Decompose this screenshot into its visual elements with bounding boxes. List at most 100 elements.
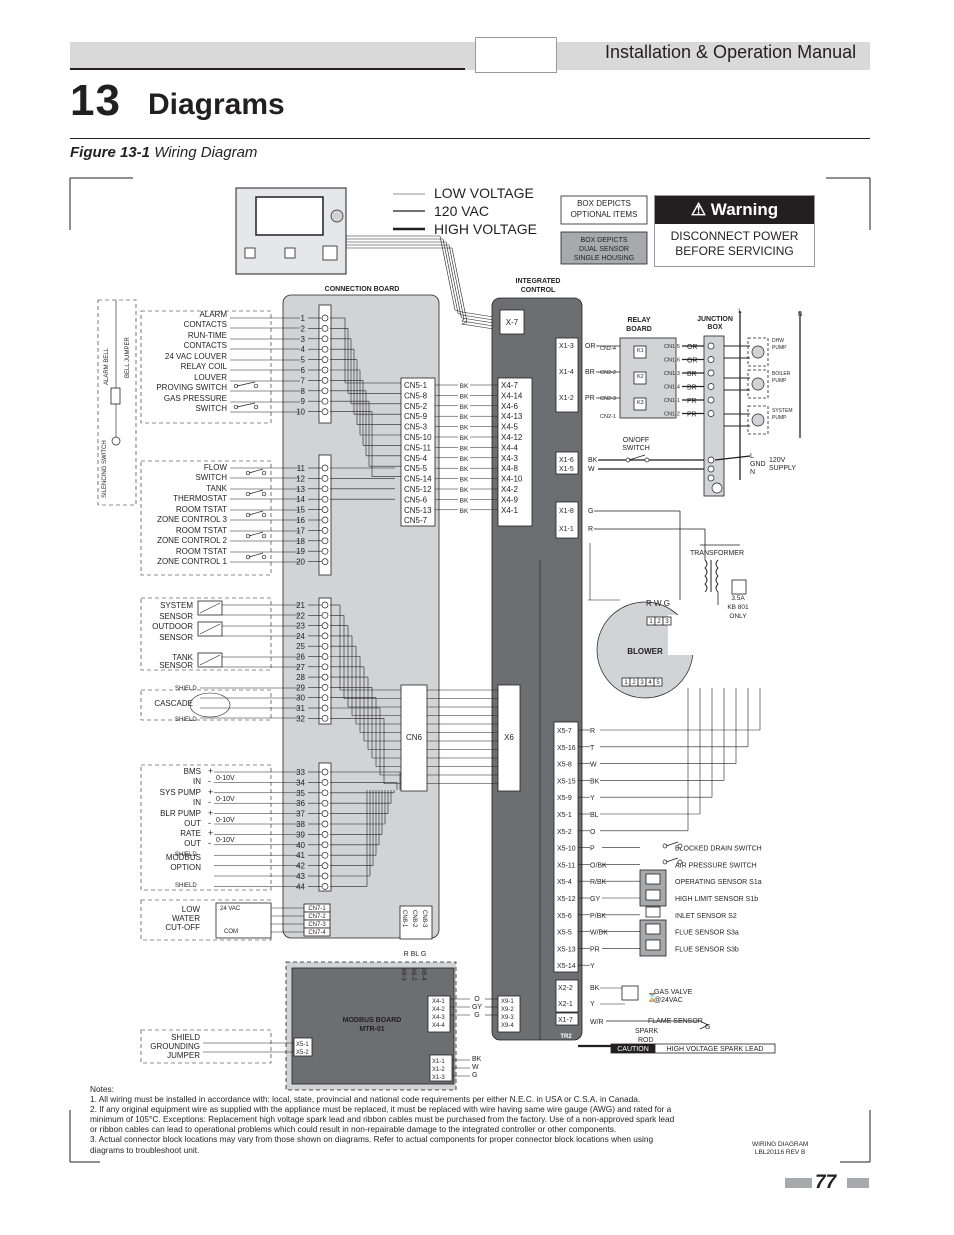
modbus-x4-pin: X4-3 bbox=[432, 1015, 445, 1021]
note-3: 3. Actual connector block locations may … bbox=[90, 1134, 654, 1145]
rod-label: ROD bbox=[638, 1037, 654, 1044]
device-label: 24 VAC LOUVER bbox=[165, 352, 227, 361]
x1-pin: X1-5 bbox=[559, 466, 574, 473]
legend-optional-box bbox=[560, 195, 648, 225]
x2-wire-color: Y bbox=[590, 1001, 595, 1008]
screw-terminal bbox=[321, 768, 329, 776]
device-label: CONTACTS bbox=[184, 341, 227, 350]
junction-terminal bbox=[707, 356, 715, 363]
jbox-wire-color: BR bbox=[687, 371, 697, 378]
terminal-number: 25 bbox=[296, 642, 305, 651]
blower-pin-num: 2 bbox=[632, 680, 636, 686]
x5-pin: X5-10 bbox=[557, 846, 576, 853]
relay-cn1: CN1-5 bbox=[664, 344, 680, 350]
optional-box bbox=[140, 689, 272, 721]
terminal-number: 9 bbox=[301, 397, 306, 406]
modbus-x4-pin: X4-4 bbox=[432, 1023, 445, 1029]
cn5-pin: CN5-2 bbox=[404, 402, 428, 411]
sensor-label: HIGH LIMIT SENSOR S1b bbox=[675, 896, 758, 903]
junction-terminal bbox=[707, 369, 715, 377]
x5-connector bbox=[553, 721, 579, 973]
screw-terminal bbox=[321, 694, 329, 702]
x5-pin: X5-4 bbox=[557, 879, 572, 886]
legend-120vac: 120 VAC bbox=[434, 203, 489, 219]
x5-wire-color: T bbox=[590, 745, 595, 752]
terminal-number: 44 bbox=[296, 882, 305, 891]
screw-terminal bbox=[321, 601, 329, 609]
blower-rwg: R W G bbox=[646, 599, 670, 608]
warning-box: ⚠ Warning DISCONNECT POWER BEFORE SERVIC… bbox=[654, 195, 815, 267]
screw-terminal bbox=[321, 377, 329, 384]
sensor-label: INLET SENSOR S2 bbox=[675, 913, 737, 920]
ground-lug bbox=[711, 482, 723, 494]
shield-jumper-label: GROUNDING bbox=[150, 1042, 200, 1051]
supply-l: L bbox=[750, 453, 754, 460]
supply-n: N bbox=[750, 469, 755, 476]
wire-color-bk: BK bbox=[460, 404, 469, 411]
wire-color-bk: BK bbox=[460, 456, 469, 463]
blower-pin bbox=[662, 616, 672, 626]
x4-pin: X4-4 bbox=[501, 443, 518, 452]
modbus-x4-pin: X4-2 bbox=[432, 1007, 445, 1013]
blower-pin bbox=[653, 677, 663, 687]
x5-pin: X5-13 bbox=[557, 946, 576, 953]
pump-label: BOILER bbox=[772, 371, 791, 377]
x1-wire-color: BK bbox=[588, 457, 598, 464]
screw-terminal bbox=[321, 506, 329, 513]
wire-color-bk: BK bbox=[460, 497, 469, 504]
terminal-number: 2 bbox=[301, 324, 306, 333]
cn5-pin: CN5-5 bbox=[404, 464, 428, 473]
x5-wire-color: BK bbox=[590, 778, 600, 785]
legend-high-voltage: HIGH VOLTAGE bbox=[434, 221, 537, 237]
x17-wire-color: W/R bbox=[590, 1019, 604, 1026]
modbus-wire-color: GY bbox=[472, 1004, 482, 1011]
screw-terminal bbox=[321, 516, 329, 524]
device-label: OUT bbox=[184, 819, 201, 828]
hv-spark-bar bbox=[654, 1043, 776, 1054]
plus-sign: + bbox=[208, 808, 213, 818]
screw-terminal bbox=[321, 345, 329, 353]
wire-color-bk: BK bbox=[460, 383, 469, 390]
terminal-number: 29 bbox=[296, 683, 305, 692]
pump-label: SYSTEM bbox=[772, 408, 793, 414]
x5-wire-color: GY bbox=[590, 896, 600, 903]
relay-cn2: CN2-1 bbox=[600, 414, 616, 420]
x1-wire-color: W bbox=[588, 466, 595, 473]
silencing-switch-icon bbox=[111, 436, 121, 446]
note-2: 2. If any original equipment wire as sup… bbox=[90, 1104, 672, 1115]
x5-wire-color: P/BK bbox=[590, 913, 606, 920]
x17-pin: X1-7 bbox=[558, 1017, 573, 1024]
x5-wire-color: P bbox=[590, 846, 595, 853]
device-label: RUN-TIME bbox=[188, 331, 227, 340]
relay-cn1: CN1-6 bbox=[664, 358, 680, 364]
switch-contact bbox=[261, 533, 267, 539]
wire-color-bk: BK bbox=[460, 425, 469, 432]
diagram-id-line-2: LBL20116 REV B bbox=[754, 1149, 806, 1156]
switch-blade bbox=[236, 381, 256, 387]
relay-cn2: CN2-2 bbox=[600, 370, 616, 376]
optional-box bbox=[140, 597, 272, 671]
modbus-x1-wire: G bbox=[472, 1072, 477, 1079]
terminal-number: 15 bbox=[296, 506, 305, 515]
x17-connector bbox=[555, 1012, 579, 1026]
optional-box bbox=[140, 764, 272, 891]
terminal-number: 7 bbox=[301, 376, 306, 385]
jbox-wire-color: BR bbox=[687, 385, 697, 392]
terminal-number: 12 bbox=[296, 474, 305, 483]
wire-color-bk: BK bbox=[460, 435, 469, 442]
onoff-label: SWITCH bbox=[622, 445, 650, 452]
x7-label: X-7 bbox=[506, 318, 519, 327]
terminal-number: 11 bbox=[297, 464, 306, 473]
jbox-wire-color: PR bbox=[687, 412, 697, 419]
switch-blade bbox=[628, 454, 646, 461]
x1-wire-color: OR bbox=[585, 343, 596, 350]
x1-connector-c bbox=[555, 501, 579, 539]
x5-pin: X5-9 bbox=[557, 795, 572, 802]
device-label: ROOM TSTAT bbox=[176, 526, 227, 535]
display-knob bbox=[330, 209, 344, 223]
wire-color-bk: BK bbox=[460, 393, 469, 400]
spark-label: SPARK bbox=[635, 1028, 659, 1035]
relay-cn2: CN2-3 bbox=[600, 396, 616, 402]
cn5-connector bbox=[400, 377, 436, 527]
fuse-label: KB 801 bbox=[727, 604, 749, 611]
